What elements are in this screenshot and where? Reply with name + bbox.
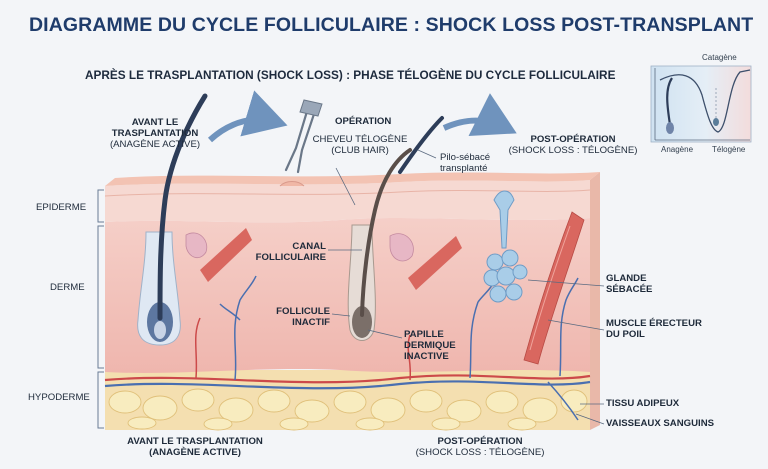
center-erector-muscle [408,236,462,290]
label-muscle-1: MUSCLE ÉRECTEUR [606,318,702,329]
page-subtitle: APRÈS LE TRASPLANTATION (SHOCK LOSS) : P… [85,68,616,82]
label-glande-1: GLANDE [606,273,647,284]
label-muscle-2: DU POIL [606,329,645,340]
label-bottom-avant-1: AVANT LE TRASPLANTATION [127,436,263,447]
left-sebaceous-gland [185,232,208,259]
muscle-fiber [529,225,571,351]
label-derme: DERME [50,282,85,293]
telogen-follicle [347,116,462,341]
club-hair-shaft [360,148,412,317]
fat-cells [108,388,588,431]
label-glande-2: SÉBACÉE [606,284,653,295]
inset-telogen-bulb [713,118,719,126]
label-tissu: TISSU ADIPEUX [606,398,680,409]
label-bottom-post-1: POST-OPÉRATION [437,436,523,447]
epidermis-line [104,189,591,197]
label-epiderme: EPIDERME [36,202,87,213]
label-canal-2: FOLLICULAIRE [255,252,326,263]
anagen-hair-shaft [157,93,208,321]
inset-hair [666,77,673,126]
arrow-to-post-op [442,93,517,137]
label-pilo-1: Pilo-sébacé [440,152,491,163]
cycle-curve [659,69,751,133]
center-sebaceous-gland [389,233,414,262]
label-papille-3: INACTIVE [404,351,449,362]
right-erector-muscle [523,211,585,365]
vein-horizontal [104,380,591,390]
label-follicule-1: FOLLICULE [276,306,330,317]
layer-brackets [97,189,104,429]
tweezers-icon [284,99,323,174]
label-hypoderme: HYPODERME [28,392,90,403]
label-pilo-2: transplanté [440,163,488,174]
label-cheveu-2: (CLUB HAIR) [331,145,389,156]
label-papille-1: PAPILLE [404,329,444,340]
label-vaisseaux: VAISSEAUX SANGUINS [606,418,715,429]
extraction-site [279,181,305,187]
blood-vessels [194,275,579,421]
inset-bulb [666,122,674,134]
skin-surface [105,172,600,186]
inset-catagene-label: Catagène [702,53,737,62]
label-avant-1: AVANT LE [131,117,179,128]
leader-lines [328,149,605,425]
label-bottom-post-2: (SHOCK LOSS : TÉLOGÈNE) [415,447,545,458]
label-operation: OPÉRATION [335,116,392,127]
left-erector-muscle [200,228,252,282]
label-avant-2: TRASPLANTATION [111,128,199,139]
label-avant-3: (ANAGÈNE ACTIVE) [109,139,201,150]
label-post-1: POST-OPÉRATION [530,134,616,145]
transplanted-hair [398,116,444,174]
right-sebaceous-gland [483,190,528,303]
label-bottom-avant-2: (ANAGÈNE ACTIVE) [149,447,241,458]
page-title: DIAGRAMME DU CYCLE FOLLICULAIRE : SHOCK … [29,14,754,36]
label-follicule-2: INACTIF [292,317,330,328]
anagen-follicle [137,93,252,346]
block-side [590,172,600,430]
arrow-to-operation [207,90,288,143]
label-cheveu-1: CHEVEU TÉLOGÈNE [312,134,408,145]
artery-horizontal [104,374,591,384]
label-papille-2: DERMIQUE [404,340,456,351]
epidermis-layer [105,180,590,223]
cycle-inset-graph [650,65,752,143]
label-post-2: (SHOCK LOSS : TÉLOGÈNE) [508,145,638,156]
inset-telogene-label: Télogène [712,145,746,154]
label-canal-1: CANAL [292,241,326,252]
inset-anagene-label: Anagène [661,145,694,154]
